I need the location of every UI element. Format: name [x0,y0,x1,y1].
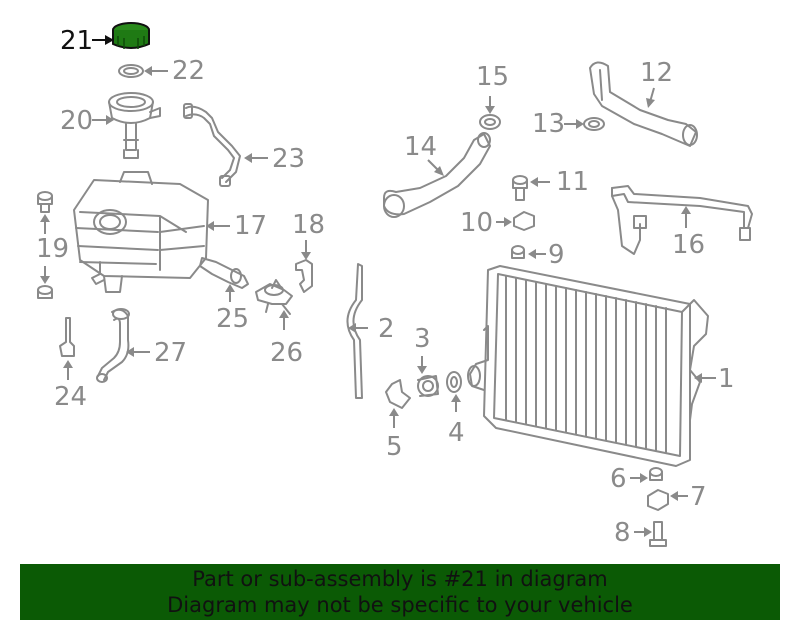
callout-18: 18 [292,210,326,240]
callout-26: 26 [270,338,304,368]
part-1-radiator[interactable] [467,265,709,467]
part-17-reservoir[interactable] [73,171,209,293]
part-11-bolt[interactable] [512,175,528,201]
callout-12: 12 [640,58,674,88]
part-15-seal[interactable] [479,114,501,130]
callout-6: 6 [610,464,627,494]
callout-7: 7 [690,482,707,512]
callout-8: 8 [614,518,631,548]
part-25-sensor[interactable] [199,257,249,289]
parts-diagram [37,22,753,547]
callout-3: 3 [414,324,431,354]
arrow-14 [427,159,444,176]
callout-20: 20 [60,106,94,136]
callout-9: 9 [548,240,565,270]
part-22-seal[interactable] [118,64,144,78]
part-6-grommet[interactable] [649,467,663,481]
footer-line-2: Diagram may not be specific to your vehi… [167,593,633,617]
part-5-clip[interactable] [385,379,411,409]
callout-19: 19 [36,234,70,264]
arrow-4 [451,394,461,412]
arrow-11 [530,177,550,187]
part-23-hose[interactable] [183,103,241,187]
arrow-2 [348,323,368,333]
part-8-bolt[interactable] [649,521,667,547]
callout-17: 17 [234,211,268,241]
callout-5: 5 [386,432,403,462]
callout-2: 2 [378,314,395,344]
callout-27: 27 [154,338,188,368]
part-21-cap[interactable] [112,22,150,49]
footer-line-1: Part or sub-assembly is #21 in diagram [192,567,608,591]
arrow-25 [225,284,235,302]
part-3-fitting[interactable] [417,375,439,397]
arrow-20 [92,115,114,125]
arrow-21 [92,35,114,45]
callout-14: 14 [404,132,438,162]
arrow-19 [40,214,50,284]
part-7-mount[interactable] [647,489,669,511]
part-10-clip[interactable] [513,211,535,231]
arrow-10 [496,217,512,227]
arrow-16 [681,206,691,228]
part-9-grommet[interactable] [511,245,525,259]
callout-13: 13 [532,109,566,139]
arrow-6 [630,473,648,483]
arrow-1 [694,373,716,383]
arrow-12 [646,87,655,108]
arrow-7 [670,491,688,501]
arrow-9 [528,249,546,259]
arrow-22 [144,66,168,76]
part-18-bracket[interactable] [295,259,313,293]
part-2-seal-strip[interactable] [346,263,363,399]
part-4-ring[interactable] [446,371,462,393]
arrow-13 [564,119,584,129]
callout-21: 21 [60,26,94,56]
part-16-pipe[interactable] [611,185,753,255]
arrow-3 [417,356,427,374]
arrow-26 [279,310,289,330]
part-14-hose[interactable] [383,132,491,218]
callout-16: 16 [672,230,706,260]
callout-24: 24 [54,382,88,412]
arrow-8 [634,527,652,537]
callout-11: 11 [556,167,590,197]
callout-23: 23 [272,144,306,174]
callout-10: 10 [460,208,494,238]
arrow-5 [389,408,399,428]
part-27-hose[interactable] [96,308,130,383]
arrow-18 [301,240,311,260]
arrow-23 [244,153,268,163]
arrow-15 [485,96,495,114]
callout-15: 15 [476,62,510,92]
footer-banner: Part or sub-assembly is #21 in diagram D… [20,564,780,620]
arrow-27 [126,347,150,357]
callout-1: 1 [718,364,735,394]
part-19-bolts[interactable] [37,191,53,299]
part-20-filler-neck[interactable] [108,92,161,159]
arrow-24 [63,360,73,380]
part-12-hose[interactable] [589,61,698,147]
callout-22: 22 [172,56,206,86]
part-26-valve[interactable] [255,279,293,315]
arrow-17 [206,221,230,231]
callout-4: 4 [448,418,465,448]
callout-25: 25 [216,304,250,334]
part-24-connector[interactable] [59,317,75,357]
part-13-seal[interactable] [583,117,605,131]
